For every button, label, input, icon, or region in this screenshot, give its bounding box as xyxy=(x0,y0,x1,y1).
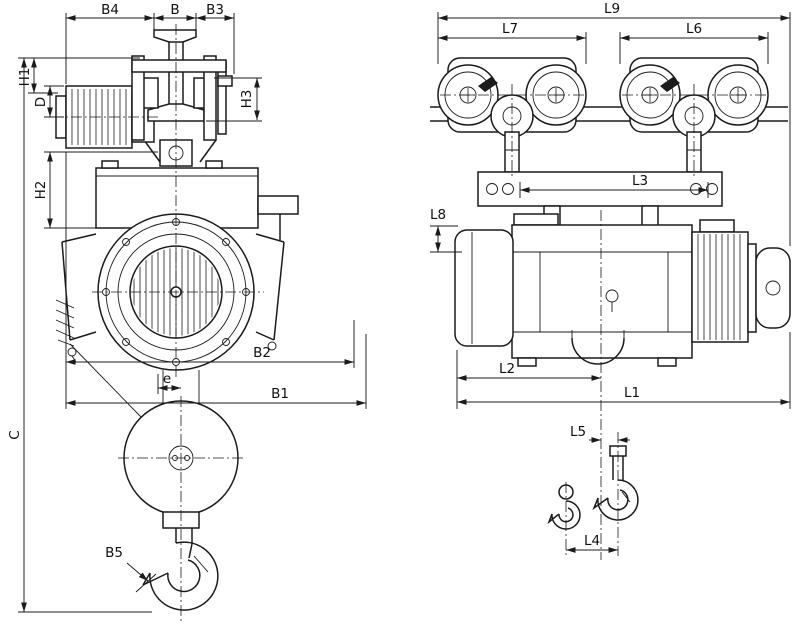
dim-label-l8: L8 xyxy=(430,207,446,223)
suspension-links xyxy=(143,139,217,163)
dim-label-h1: H1 xyxy=(17,68,33,87)
dim-label-l1: L1 xyxy=(624,385,640,401)
dim-label-l4: L4 xyxy=(584,533,600,549)
hoist-frame-side xyxy=(511,213,693,367)
rope-guide-arms xyxy=(55,233,285,363)
trolley-grease-flags xyxy=(478,77,680,92)
dim-label-b2: B2 xyxy=(253,345,271,361)
rope-drum-side xyxy=(454,229,514,347)
dim-label-b4: B4 xyxy=(101,2,119,18)
dim-label-l6: L6 xyxy=(686,21,702,37)
hoist-motor-side xyxy=(691,219,791,343)
dim-label-b5: B5 xyxy=(105,545,123,561)
main-hook-front xyxy=(135,528,219,611)
centerlines xyxy=(52,24,766,624)
side-view xyxy=(430,57,791,530)
dim-label-d: D xyxy=(33,97,49,107)
auxiliary-hook-side xyxy=(547,484,581,530)
dimension-labels: B4 B B3 H1 D H3 H2 C B2 e B1 B5 L9 L7 L6… xyxy=(7,1,702,561)
dim-label-l2: L2 xyxy=(499,361,515,377)
dim-label-b1: B1 xyxy=(271,386,289,402)
dim-label-c: C xyxy=(7,430,23,439)
trolley-wheels-front xyxy=(131,55,233,141)
dimension-lines xyxy=(21,15,790,612)
dim-label-l3: L3 xyxy=(632,173,648,189)
dim-label-l7: L7 xyxy=(502,21,518,37)
dim-label-b3: B3 xyxy=(206,2,224,18)
dim-label-l9: L9 xyxy=(604,1,620,17)
dim-label-l5: L5 xyxy=(570,424,586,440)
dim-label-h3: H3 xyxy=(239,90,255,109)
dim-label-e: e xyxy=(163,371,171,387)
dim-label-h2: H2 xyxy=(33,181,49,200)
main-hook-side xyxy=(592,445,639,521)
dim-label-b: B xyxy=(170,2,179,18)
